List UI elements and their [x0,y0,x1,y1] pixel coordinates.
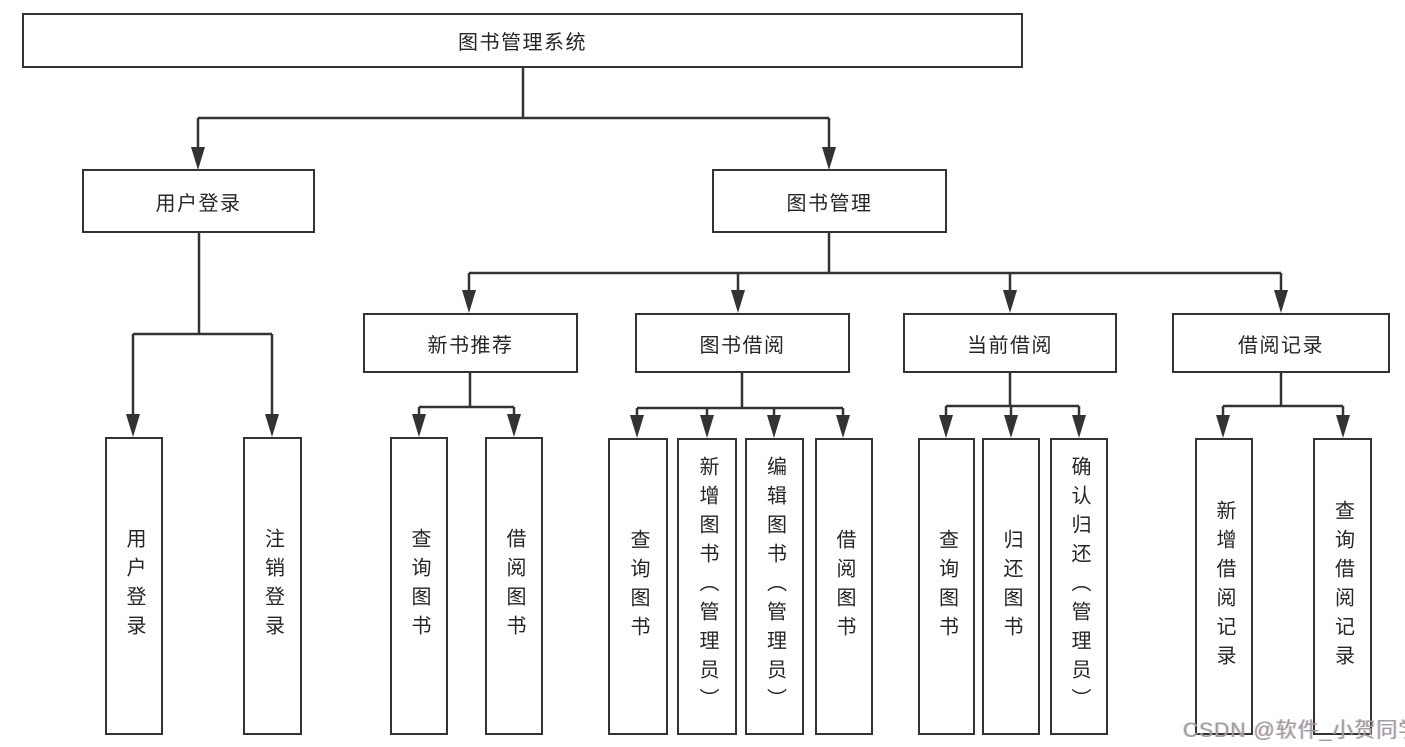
node-leaf-bb-query-book: 查询图书 [608,438,668,735]
node-book-management-label: 图书管理 [786,192,873,215]
node-leaf-logout-label: 注销登录 [261,528,284,644]
node-new-book-recommend: 新书推荐 [363,313,578,373]
node-root-label: 图书管理系统 [458,32,587,54]
node-borrow-records-label: 借阅记录 [1238,334,1324,357]
node-leaf-cb-confirm-return: 确认归还（管理员） [1050,438,1108,735]
arrow-down-icon [767,415,781,438]
arrow-down-icon [1004,415,1018,438]
arrow-down-icon [507,414,521,437]
node-user-login-label: 用户登录 [155,192,242,215]
node-leaf-user-login-label: 用户登录 [123,528,145,644]
arrow-down-icon [191,147,205,170]
node-leaf-cb-return-book-label: 归还图书 [1000,528,1022,645]
node-current-borrow-label: 当前借阅 [967,334,1053,357]
arrow-down-icon [126,414,140,437]
arrow-down-icon [630,415,644,438]
node-leaf-bb-add-book-label: 新增图书（管理员） [696,456,718,717]
arrow-down-icon [462,290,476,313]
node-leaf-rec-borrow-book: 借阅图书 [485,437,543,735]
node-borrow-records: 借阅记录 [1172,313,1390,373]
node-current-borrow: 当前借阅 [903,313,1117,373]
arrowheads [126,147,1350,438]
watermark: CSDN @软件_小贺同学 [1183,719,1405,742]
node-book-borrow: 图书借阅 [635,313,850,373]
node-leaf-br-query-record: 查询借阅记录 [1313,438,1372,735]
connector-book-management-to-level3 [467,231,1283,292]
connector-root-to-level2 [196,66,831,150]
node-leaf-cb-return-book: 归还图书 [982,438,1040,735]
node-leaf-rec-query-book-label: 查询图书 [408,528,430,644]
arrow-down-icon [822,147,836,170]
arrow-down-icon [939,415,953,438]
arrow-down-icon [1003,290,1017,313]
arrow-down-icon [265,414,279,437]
node-book-borrow-label: 图书借阅 [699,334,786,357]
node-leaf-br-add-record: 新增借阅记录 [1195,438,1253,735]
connector-user-login-to-leaves [131,231,274,416]
arrow-down-icon [700,415,714,438]
connector-new-book-recommend-to-leaves [417,371,516,416]
node-leaf-logout: 注销登录 [243,437,302,735]
arrow-down-icon [731,290,745,313]
node-leaf-br-add-record-label: 新增借阅记录 [1213,499,1235,674]
node-leaf-rec-query-book: 查询图书 [390,437,448,735]
connector-book-borrow-to-leaves [635,371,845,417]
node-leaf-user-login: 用户登录 [105,437,163,735]
node-root: 图书管理系统 [22,13,1023,68]
node-leaf-rec-borrow-book-label: 借阅图书 [503,528,525,644]
arrow-down-icon [1274,290,1288,313]
node-leaf-bb-borrow-book: 借阅图书 [815,438,873,735]
connector-current-borrow-to-leaves [944,371,1081,417]
arrow-down-icon [836,415,850,438]
node-leaf-bb-borrow-book-label: 借阅图书 [833,528,855,645]
node-leaf-br-query-record-label: 查询借阅记录 [1331,499,1354,674]
node-book-management: 图书管理 [712,169,947,233]
arrow-down-icon [412,414,426,437]
node-leaf-bb-query-book-label: 查询图书 [627,528,649,645]
connector-borrow-records-to-leaves [1221,371,1345,417]
node-leaf-cb-query-book-label: 查询图书 [935,528,958,645]
node-new-book-recommend-label: 新书推荐 [427,334,514,357]
node-leaf-cb-query-book: 查询图书 [918,438,975,735]
node-leaf-bb-edit-book: 编辑图书（管理员） [745,438,804,735]
node-leaf-cb-confirm-return-label: 确认归还（管理员） [1068,456,1090,717]
arrow-down-icon [1336,415,1350,438]
node-user-login: 用户登录 [82,169,315,233]
arrow-down-icon [1216,415,1230,438]
node-leaf-bb-add-book: 新增图书（管理员） [677,438,737,735]
node-leaf-bb-edit-book-label: 编辑图书（管理员） [763,456,786,717]
arrow-down-icon [1072,415,1086,438]
